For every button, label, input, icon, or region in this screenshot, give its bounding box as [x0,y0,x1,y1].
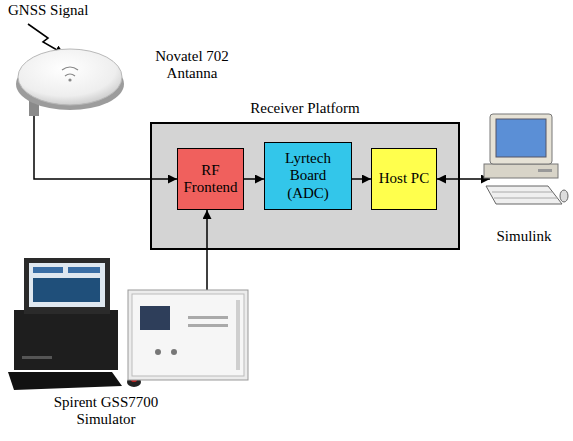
computer-icon: Simulink [478,112,570,224]
simulator-picture-part [33,278,100,302]
computer-picture-part [496,119,546,157]
antenna-picture-part [62,67,78,76]
simulator-picture-part [22,356,52,359]
antenna-icon: Novatel 702 Antanna [12,36,124,116]
simulator-picture-part [29,263,105,307]
box-label: Lyrtech Board (ADC) [269,150,347,202]
antenna-picture [12,36,124,116]
simulator-picture-part [68,267,100,273]
signal-connector [352,178,371,180]
simulator-picture-part [132,294,244,376]
simulator-picture-part [33,267,63,273]
antenna-picture-part [68,78,71,81]
process-box: Host PC [371,148,437,210]
simulator-picture-part [155,349,161,355]
simulator-picture-part [188,316,228,319]
process-box: RF Frontend [177,148,244,210]
simulator-picture-part [24,258,110,314]
simulator-picture-part [14,310,118,370]
signal-label: GNSS Signal [8,2,88,19]
computer-picture-part [560,190,568,202]
box-label: RF Frontend [182,162,239,197]
signal-connector [437,178,490,180]
simulator-picture-part [236,300,240,370]
device-label: Spirent GSS7700 Simulator [42,394,170,429]
device-label: Simulink [478,228,570,245]
simulator-picture-part [8,372,122,390]
group-title: Receiver Platform [152,100,458,117]
computer-picture-part [538,169,552,172]
signal-connector [244,178,264,180]
simulator-picture-part [188,324,228,327]
computer-picture-part [486,186,562,204]
computer-picture [478,112,570,224]
simulator-picture [8,256,252,392]
computer-picture-part [492,192,557,198]
box-label: Host PC [379,170,429,187]
signal-connector [206,210,208,290]
computer-picture-part [484,164,558,178]
simulator-picture-part [140,306,170,330]
device-label: Novatel 702 Antanna [148,48,236,83]
computer-picture-part [490,114,552,164]
simulator-picture-part [128,290,248,380]
antenna-picture-part [18,49,122,105]
simulator-icon: Spirent GSS7700 Simulator [8,256,252,392]
process-box: Lyrtech Board (ADC) [264,142,352,210]
simulator-picture-part [171,349,177,355]
platform-fill [150,122,460,250]
platform-band: RF FrontendLyrtech Board (ADC)Host PCRec… [150,122,460,250]
